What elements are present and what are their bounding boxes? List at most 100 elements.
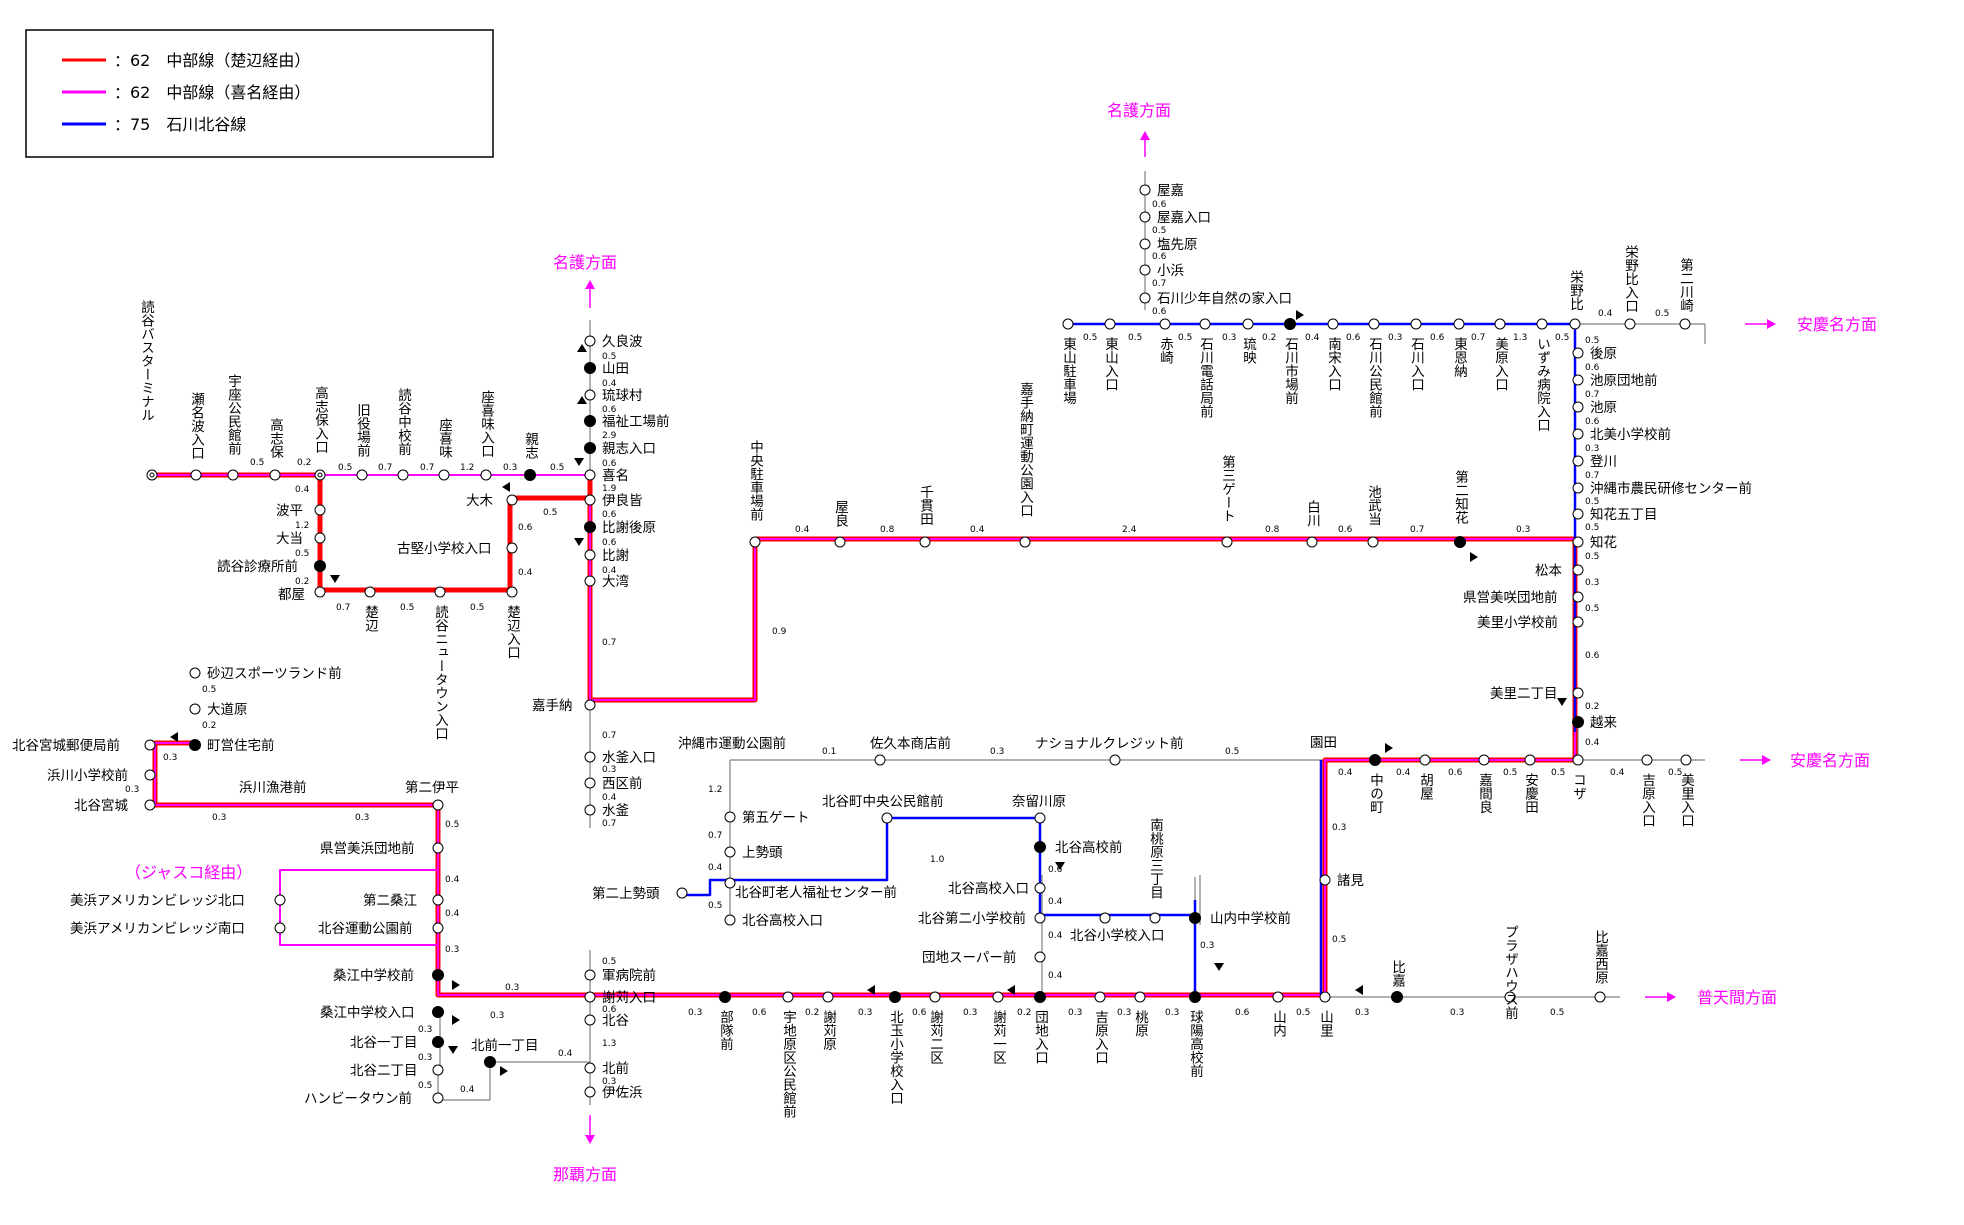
stop-marker: [1099, 912, 1111, 924]
stop-marker: [506, 542, 518, 554]
direction-jusco: （ジャスコ経由）: [125, 863, 252, 882]
stop-marker: [432, 922, 444, 934]
stop-label: 楚辺入口: [504, 605, 521, 660]
stop-label: 北前一丁目: [471, 1037, 539, 1054]
direction-nago-center: 名護方面: [553, 253, 617, 272]
stop-label: 謝苅入口: [602, 990, 656, 1006]
legend-label-kina: ：62 中部線（喜名経由）: [114, 83, 310, 102]
stop-marker: [1494, 318, 1506, 330]
stop-label: 浜川漁港前: [239, 779, 307, 796]
stop-marker-timing: [314, 560, 326, 572]
stop-label: 高志保: [267, 417, 284, 459]
stop-label: 北玉小学校入口: [887, 1010, 904, 1105]
stop-label: 親志入口: [602, 441, 656, 457]
stop-marker: [1680, 754, 1692, 766]
stop-label: 北谷運動公園前: [318, 920, 413, 937]
distance-label: 0.6: [1152, 307, 1167, 317]
distance-label: 0.3: [1355, 1008, 1369, 1018]
distance-label: 0.7: [708, 831, 722, 841]
stop-label: 宇座公民館前: [225, 374, 242, 456]
stop-label: 北前: [602, 1060, 629, 1077]
distance-label: 0.3: [1450, 1008, 1464, 1018]
distance-label: 0.5: [1585, 604, 1599, 614]
stop-marker: [1034, 912, 1046, 924]
stop-label: 喜名: [602, 468, 629, 484]
stop-marker: [1272, 991, 1284, 1003]
stop-label: 高志保入口: [312, 385, 329, 454]
distance-label: 0.6: [1346, 333, 1361, 343]
distance-label: 0.5: [1551, 768, 1565, 778]
distance-label: 0.2: [1017, 1008, 1031, 1018]
distance-label: 0.3: [1117, 1008, 1131, 1018]
distance-label: 0.4: [295, 485, 310, 495]
stop-marker: [1034, 882, 1046, 894]
stop-marker: [1410, 318, 1422, 330]
stop-label: 知花五丁目: [1590, 506, 1658, 523]
stop-label: 読谷バスターミナル: [138, 300, 155, 422]
stop-marker: [1034, 812, 1046, 824]
stop-marker: [881, 812, 893, 824]
distance-label: 0.6: [1152, 252, 1167, 262]
arrowhead-right-icon: [1767, 319, 1776, 329]
distance-label: 0.7: [1152, 279, 1166, 289]
stop-label: 古堅小学校入口: [397, 540, 492, 557]
distance-label: 1.2: [295, 521, 309, 531]
distance-label: 0.4: [602, 566, 617, 576]
stop-marker: [724, 877, 736, 889]
stop-marker: [438, 469, 450, 481]
stop-label: 伊良皆: [602, 493, 643, 509]
stop-group-okinawa-undo: 沖縄市運動公園前 佐久本商店前 ナショナルクレジット前 第五ゲート 上勢頭 第二…: [592, 735, 1291, 981]
stop-label: 千貫田: [917, 485, 934, 526]
stop-marker: [1536, 318, 1548, 330]
stop-marker: [584, 804, 596, 816]
stop-label: 謝苅二区: [927, 1010, 944, 1064]
arrow-left-small-icon: [170, 732, 178, 742]
distance-label: 0.4: [795, 525, 810, 535]
stop-marker: [1572, 401, 1584, 413]
stop-label: 北谷宮城: [74, 798, 128, 814]
distance-label: 0.4: [970, 525, 985, 535]
stop-label: 池武当: [1365, 485, 1382, 526]
stop-marker-timing: [1189, 991, 1201, 1003]
stop-label: 松本: [1535, 563, 1563, 579]
stop-label: 山内: [1270, 1010, 1286, 1039]
stop-label: 第二知花: [1452, 469, 1469, 526]
stop-marker: [1569, 318, 1581, 330]
stop-label: 座喜味入口: [478, 390, 495, 458]
stop-group-sobe: 波平 大当 読谷診療所前 都屋 楚辺 読谷ニュータウン入口 楚辺入口 古堅小学校…: [217, 485, 557, 740]
stop-marker: [314, 532, 326, 544]
stop-label: 第二上勢頭: [592, 885, 660, 902]
stop-group-south: 部隊前 宇地原区公民館前 謝苅原 北玉小学校入口 謝苅二区 謝苅一区 団地入口 …: [688, 823, 1609, 1118]
stop-label: 北谷高校入口: [948, 880, 1029, 897]
distance-label: 0.2: [805, 1008, 819, 1018]
stop-label: 東山入口: [1102, 337, 1119, 392]
distance-label: 1.3: [602, 1039, 616, 1049]
stop-label: 福祉工場前: [602, 413, 670, 430]
direction-nago-top: 名護方面: [1107, 101, 1171, 120]
direction-naha: 那覇方面: [553, 1165, 617, 1184]
stop-label: 石川公民館前: [1366, 337, 1383, 418]
stop-marker: [274, 922, 286, 934]
stop-marker: [1019, 536, 1031, 548]
stop-marker: [929, 991, 941, 1003]
distance-label: 1.9: [602, 484, 617, 494]
stop-label: 塩先原: [1157, 237, 1198, 253]
stop-label: 親志: [522, 432, 539, 460]
distance-label: 0.6: [1585, 417, 1600, 427]
stop-label: 安慶田: [1522, 773, 1539, 814]
stop-marker: [432, 799, 444, 811]
stop-label: 北谷第二小学校前: [918, 910, 1026, 927]
direction-arrows: [170, 310, 1567, 1076]
direction-futenma: 普天間方面: [1697, 988, 1777, 1007]
stop-label: 比嘉: [1389, 960, 1406, 988]
stop-label: 大道原: [207, 702, 248, 718]
stop-label: ハンビータウン前: [304, 1090, 412, 1107]
stop-label: 石川市場前: [1282, 337, 1299, 405]
distance-label: 0.6: [1448, 768, 1463, 778]
stop-group-ishikawa: 屋嘉 屋嘉入口 塩先原 小浜 石川少年自然の家入口 東山駐車場 東山入口 赤崎 …: [1060, 183, 1569, 432]
stop-marker: [1367, 536, 1379, 548]
stop-marker: [834, 536, 846, 548]
stop-label: 沖縄市運動公園前: [678, 735, 786, 752]
direction-ageena-mid: 安慶名方面: [1790, 751, 1870, 770]
